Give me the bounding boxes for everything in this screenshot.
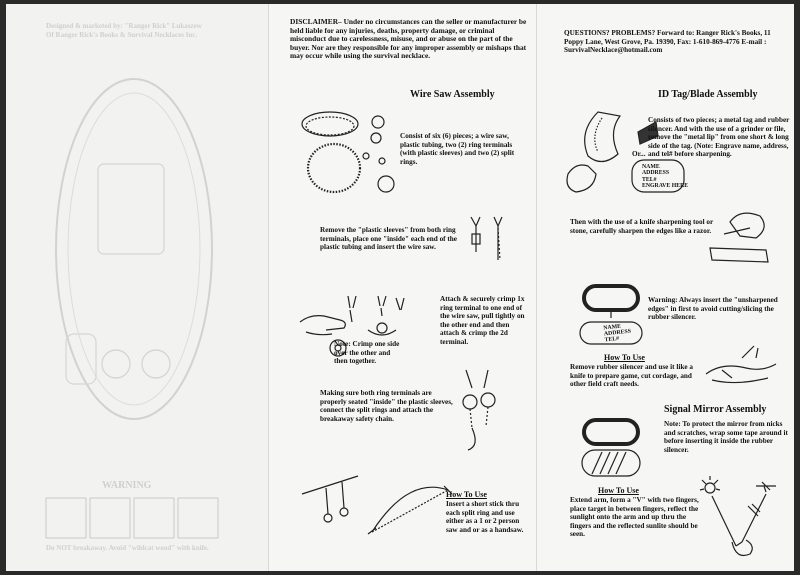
id-tag-warning: Warning: Always insert the "unsharpened …	[648, 296, 778, 322]
game-knife-icon	[705, 345, 777, 384]
tag-line-tel: TEL#	[642, 176, 657, 183]
disclaimer: DISCLAIMER– Under no circumstances can t…	[290, 17, 530, 61]
id-tag-step-1: Consists of two pieces; a metal tag and …	[648, 116, 790, 159]
disclaimer-text: – Under no circumstances can the seller …	[290, 17, 527, 61]
tag-line-name: NAME	[642, 164, 660, 170]
wire-saw-title: Wire Saw Assembly	[410, 89, 495, 100]
mirror-icon	[581, 418, 641, 477]
crimp-note: Note: Crimp one side over the other and …	[334, 340, 400, 366]
id-tag-how-title: How To Use	[604, 353, 645, 362]
mirror-how-text: Extend arm, form a "V" with two fingers,…	[570, 496, 699, 539]
grinder-hand-icon	[566, 111, 659, 193]
wire-saw-step-3: Attach & securely crimp 1x ring terminal…	[440, 295, 525, 346]
mirror-how-title: How To Use	[598, 486, 639, 495]
rubber-silencer-icon	[579, 284, 643, 345]
bleed-text-2: Of Ranger Rick's Books & Survival Neckla…	[46, 31, 198, 39]
wire-saw-how-text: Insert a short stick thru each split rin…	[446, 500, 524, 534]
right-panel: QUESTIONS? PROBLEMS? Forward to: Ranger …	[536, 4, 794, 571]
or-label: Or...	[632, 150, 646, 158]
tag-engraving: NAME ADDRESS TEL# ENGRAVE HERE	[642, 164, 688, 190]
wire-saw-step-1: Consist of six (6) pieces; a wire saw, p…	[400, 132, 515, 166]
disclaimer-label: DISCLAIMER	[290, 17, 339, 26]
middle-panel: DISCLAIMER– Under no circumstances can t…	[268, 4, 536, 571]
id-tag-title: ID Tag/Blade Assembly	[658, 89, 758, 100]
mirror-title: Signal Mirror Assembly	[664, 404, 767, 415]
left-panel: Designed & marketed by: "Ranger Rick" Lu…	[6, 4, 268, 571]
wire-saw-parts-icon	[301, 111, 395, 194]
tag-line-address: ADDRESS	[642, 170, 670, 177]
sharpening-stone-icon	[709, 212, 769, 263]
fold-line-1	[268, 4, 269, 571]
split-rings-icon	[462, 369, 496, 451]
instruction-sheet: Designed & marketed by: "Ranger Rick" Lu…	[6, 4, 794, 571]
warning-icons	[45, 497, 219, 539]
metal-tag-icon	[631, 159, 685, 193]
crimp-hands-icon	[299, 295, 405, 357]
wire-saw-step-4: Making sure both ring terminals are prop…	[320, 389, 453, 423]
bleed-warning: WARNING	[102, 480, 152, 491]
tag-line-engrave: ENGRAVE HERE	[642, 183, 689, 190]
wire-saw-step-2: Remove the "plastic sleeves" from both r…	[320, 226, 457, 252]
silencer-tag-label: NAME ADDRESS TEL#	[603, 323, 632, 344]
questions-contact: QUESTIONS? PROBLEMS? Forward to: Ranger …	[564, 29, 771, 55]
bleed-text-1: Designed & marketed by: "Ranger Rick" Lu…	[46, 22, 202, 30]
ring-terminal-icon	[470, 216, 503, 261]
bleed-caption: Do NOT breakaway. Avoid "wildcat wood" w…	[46, 544, 209, 552]
fold-line-2	[536, 4, 537, 571]
signal-arm-icon	[699, 476, 776, 557]
id-tag-how-text: Remove rubber silencer and use it like a…	[570, 363, 693, 389]
id-tag-step-2: Then with the use of a knife sharpening …	[570, 218, 714, 235]
mirror-note: Note: To protect the mirror from nicks a…	[664, 420, 788, 454]
wire-saw-how-title: How To Use	[446, 490, 487, 499]
necklace-outline-icon	[55, 78, 213, 420]
saw-handle-icon	[301, 475, 453, 535]
